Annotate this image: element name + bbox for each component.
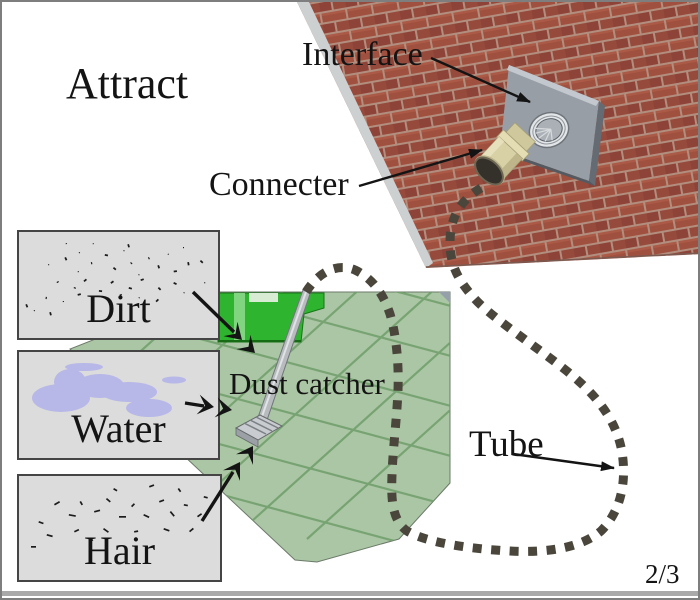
dirt-label: Dirt xyxy=(86,286,151,331)
interface-arrow xyxy=(430,56,531,104)
tube-arrow xyxy=(512,452,615,472)
page-number: 2/3 xyxy=(645,559,680,589)
dirt-arrow xyxy=(191,290,255,353)
water-box: Water xyxy=(17,350,220,460)
connecter-arrow xyxy=(358,148,483,188)
water-blobs xyxy=(32,363,186,417)
slide-title: Attract xyxy=(66,59,189,108)
connecter-cylinder xyxy=(474,122,536,186)
hair-arrow xyxy=(200,446,254,522)
water-label: Water xyxy=(71,406,166,451)
dirt-specks xyxy=(25,243,206,316)
slide-bottom-edge xyxy=(2,591,698,596)
tube-label: Tube xyxy=(469,424,544,465)
dirt-box: Dirt xyxy=(17,230,220,340)
water-arrow xyxy=(184,394,232,418)
dust-catcher-label: Dust catcher xyxy=(229,366,385,401)
dust-catcher-head xyxy=(234,414,284,448)
interface-label: Interface xyxy=(302,36,423,73)
connecter-label: Connecter xyxy=(209,166,349,203)
floor-corner-sliver xyxy=(439,292,450,303)
hair-box: Hair xyxy=(17,474,222,582)
hair-specks xyxy=(31,484,208,548)
wall-edge xyxy=(297,2,433,268)
brick-wall xyxy=(297,2,698,268)
tube-dotted-line xyxy=(302,184,629,556)
hair-label: Hair xyxy=(83,528,156,573)
